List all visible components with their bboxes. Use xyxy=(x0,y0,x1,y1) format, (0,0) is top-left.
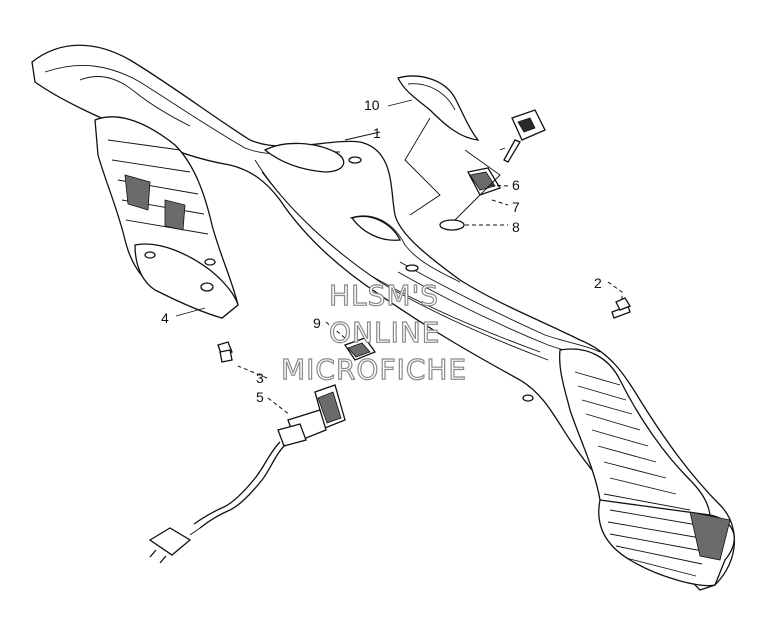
callout-1: 1 xyxy=(373,125,381,141)
switch-part-9 xyxy=(343,337,377,361)
ignition-key-icon xyxy=(499,109,546,163)
callout-4: 4 xyxy=(161,310,169,326)
svg-text:MICROFICHE: MICROFICHE xyxy=(281,353,467,386)
screw-part-3 xyxy=(217,341,233,363)
watermark: HLSM'S ONLINE MICROFICHE xyxy=(280,278,467,386)
callout-5: 5 xyxy=(256,389,264,405)
callout-labels: 10 1 6 7 8 2 4 9 3 5 xyxy=(161,97,602,405)
svg-text:ONLINE: ONLINE xyxy=(329,316,440,349)
decal-part-10 xyxy=(397,75,480,141)
callout-6: 6 xyxy=(512,177,520,193)
callout-2: 2 xyxy=(594,275,602,291)
callout-3: 3 xyxy=(256,370,264,386)
screw-part-2 xyxy=(611,297,631,319)
callout-7: 7 xyxy=(512,199,520,215)
leader-lines xyxy=(175,99,623,416)
end-cap-ribs xyxy=(607,509,731,577)
key-switch-part-6-7 xyxy=(467,167,501,196)
bulb-harness-part-5 xyxy=(148,384,346,564)
o-ring-part-8 xyxy=(439,219,465,231)
left-bracket xyxy=(94,116,239,319)
vent-grille-right xyxy=(574,371,691,511)
console-housing xyxy=(31,44,736,591)
callout-8: 8 xyxy=(512,219,520,235)
callout-10: 10 xyxy=(364,97,380,113)
callout-9: 9 xyxy=(313,315,321,331)
svg-text:HLSM'S: HLSM'S xyxy=(329,279,439,312)
